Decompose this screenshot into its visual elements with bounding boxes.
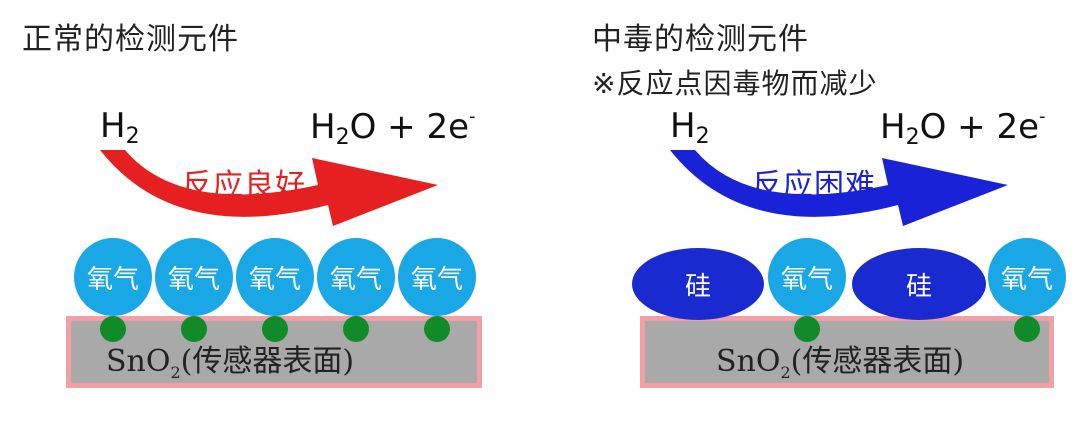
- sensor-surface-label: SnO2(传感器表面): [716, 344, 965, 382]
- reaction-label: 反应困难: [752, 168, 876, 203]
- sensor-surface-label: SnO2(传感器表面): [106, 344, 355, 382]
- oxygen-molecule: 氧气: [988, 238, 1066, 316]
- reaction-arrow: [670, 150, 1008, 226]
- reaction-site-dot: [424, 316, 450, 342]
- poisoned-element-panel: 中毒的检测元件 ※反应点因毒物而减少 H2 H2O + 2e- 反应困难 SnO…: [540, 0, 1080, 428]
- normal-element-panel: 正常的检测元件 H2 H2O + 2e- 反应良好 SnO2(传感器表面) 氧气…: [22, 22, 482, 388]
- reaction-site-dot: [181, 316, 207, 342]
- oxygen-molecule: 氧气: [317, 238, 395, 316]
- oxygen-molecule: 氧气: [398, 238, 476, 316]
- oxygen-molecule: 氧气: [768, 238, 846, 316]
- silicon-poison: 硅: [632, 248, 764, 320]
- panel-title: 中毒的检测元件: [592, 22, 809, 57]
- reaction-site-dot: [1014, 316, 1040, 342]
- reaction-arrow-shape: [100, 150, 438, 226]
- reaction-label: 反应良好: [182, 168, 306, 203]
- reaction-site-dot: [794, 316, 820, 342]
- reactant-formula: H2: [670, 106, 710, 149]
- reaction-site-dot: [100, 316, 126, 342]
- silicon-poison: 硅: [852, 248, 986, 320]
- product-formula: H2O + 2e-: [880, 106, 1046, 150]
- oxygen-molecule: 氧气: [74, 238, 152, 316]
- reaction-arrow-shape: [670, 150, 1008, 226]
- reactant-formula: H2: [100, 106, 140, 149]
- reaction-site-dot: [343, 316, 369, 342]
- panel-note: ※反应点因毒物而减少: [592, 67, 878, 100]
- oxygen-molecule: 氧气: [155, 238, 233, 316]
- product-formula: H2O + 2e-: [310, 106, 476, 150]
- oxygen-molecule: 氧气: [236, 238, 314, 316]
- panel-title: 正常的检测元件: [22, 22, 239, 57]
- reaction-arrow: [100, 150, 438, 226]
- reaction-site-dot: [262, 316, 288, 342]
- sensor-surface: [640, 316, 1054, 388]
